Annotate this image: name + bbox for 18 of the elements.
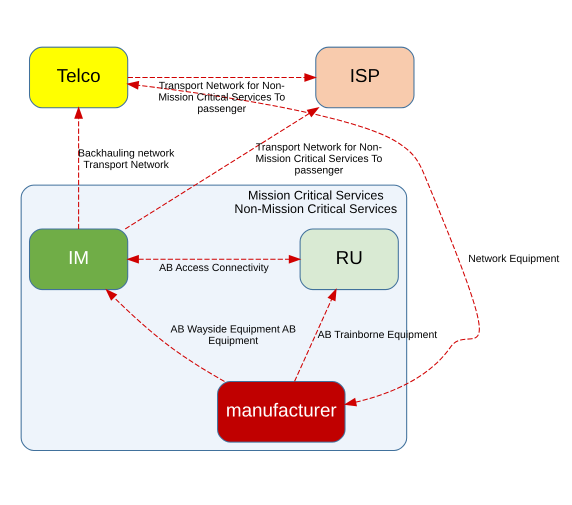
- node-box: Telco: [28, 46, 128, 108]
- arrow: [126, 80, 480, 406]
- node-box: manufacturer: [217, 380, 346, 442]
- node-box: ISP: [315, 46, 414, 108]
- edge-label: AB Wayside Equipment AB Equipment: [170, 324, 296, 346]
- arrow: [126, 254, 302, 264]
- arrow: [124, 106, 320, 229]
- node-box: IM: [28, 228, 128, 290]
- edge-label: AB Access Connectivity: [159, 262, 269, 274]
- edge-label: Network Equipment: [468, 253, 560, 264]
- edge-label: Backhauling network Transport Network: [78, 148, 174, 170]
- edge-label: Transport Network for Non-Mission Critical Services To passenger: [158, 80, 286, 114]
- arrow: [105, 288, 225, 382]
- arrow: [74, 106, 83, 228]
- arrow: [294, 288, 337, 382]
- node-box: RU: [300, 228, 399, 290]
- edge-label: Transport Network for Non-Mission Critical Services To passenger: [255, 142, 382, 176]
- arrow: [128, 72, 317, 82]
